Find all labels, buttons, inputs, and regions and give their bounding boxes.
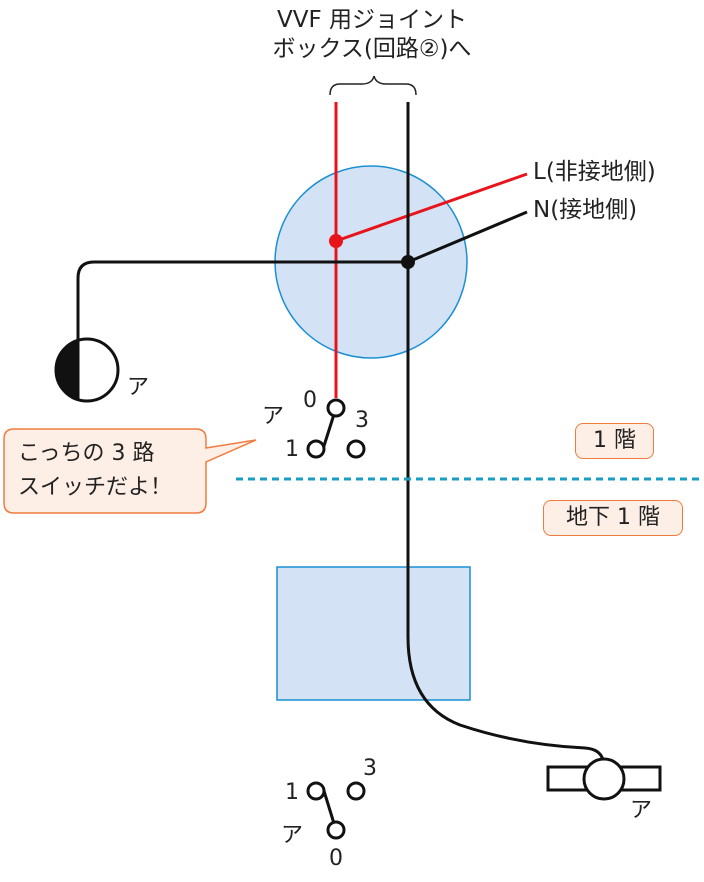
- destination-title: VVF 用ジョイント ボックス(回路②)へ: [0, 6, 704, 64]
- three-way-switch-1f: [306, 398, 366, 459]
- floor-tag-1f: 1 階: [575, 423, 654, 459]
- three-way-switch-b1: [306, 781, 366, 840]
- wall-light-label: ア: [127, 375, 150, 400]
- neutral-to-ceiling-light: [406, 636, 605, 761]
- destination-title-line2: ボックス(回路②)へ: [272, 36, 472, 62]
- switch-b1-terminal-1: 1: [285, 780, 299, 805]
- callout-line2: スイッチだよ！: [18, 475, 173, 500]
- floor-tag-b1: 地下 1 階: [543, 500, 683, 536]
- neutral-wire-label: N(接地側): [533, 197, 638, 223]
- live-wire-leader: [335, 172, 528, 243]
- switch-b1-label: ア: [281, 823, 304, 848]
- switch-1f-terminal-1: 1: [285, 437, 299, 462]
- neutral-junction-dot: [401, 255, 415, 269]
- ceiling-light-symbol: [546, 757, 662, 801]
- switch-1f-terminal-3: 3: [355, 408, 369, 433]
- neutral-wire-leader: [407, 210, 528, 264]
- switch-1f-terminal-0: 0: [303, 388, 317, 413]
- switch-1f-label: ア: [262, 404, 285, 429]
- switch-b1-terminal-3: 3: [363, 756, 377, 781]
- live-junction-dot: [329, 234, 343, 248]
- ceiling-light-label: ア: [630, 798, 653, 823]
- neutral-to-wall-light: [76, 260, 408, 340]
- destination-title-line1: VVF 用ジョイント: [276, 7, 467, 33]
- live-wire-label: L(非接地側): [533, 159, 656, 185]
- brace: [329, 75, 417, 96]
- callout-line1: こっちの 3 路: [18, 441, 155, 466]
- wall-light-symbol: [54, 337, 120, 403]
- callout-text: こっちの 3 路 スイッチだよ！: [18, 437, 172, 505]
- basement-box: [276, 566, 471, 701]
- callout-bubble: [3, 428, 257, 514]
- switch-b1-terminal-0: 0: [329, 846, 343, 871]
